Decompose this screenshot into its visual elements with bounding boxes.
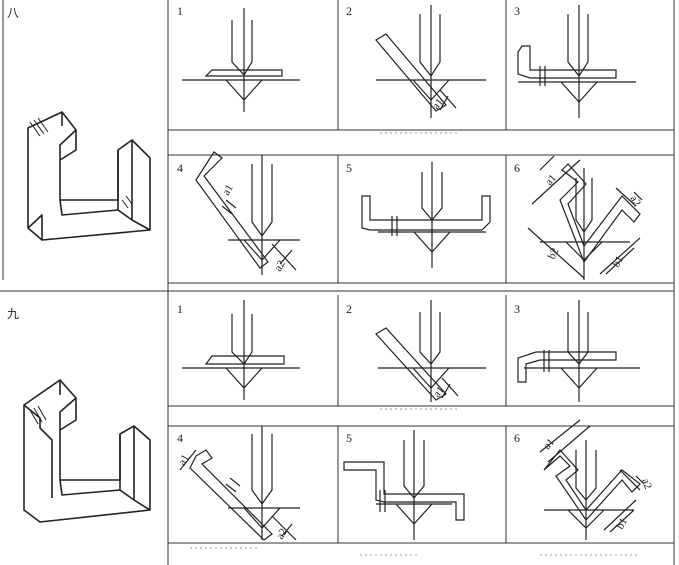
- section-label-8: 八: [7, 6, 19, 20]
- step-6b-number: 6: [514, 431, 520, 445]
- press-brake-punch-icon: [403, 430, 425, 540]
- press-brake-punch-icon: [231, 8, 253, 112]
- v-die-icon: [540, 241, 630, 261]
- u-channel-part-isometric-icon: [27, 111, 151, 241]
- press-brake-punch-icon: [567, 300, 589, 402]
- step-3b-drawing: [517, 300, 640, 402]
- dimension-a1: a1: [220, 183, 236, 198]
- dimension-b2: b2: [546, 246, 562, 261]
- step-2a-drawing: a1: [375, 5, 486, 118]
- step-numbers: 1 2 3 4 5 6 1 2 3 4 5 6: [177, 4, 520, 445]
- v-die-icon: [182, 367, 300, 389]
- step-3a-number: 3: [514, 4, 520, 18]
- step-1b-number: 1: [177, 302, 183, 316]
- step-5a-drawing: [361, 162, 491, 268]
- step-4a-drawing: a1 a2: [195, 151, 300, 275]
- step-1a-number: 1: [177, 4, 183, 18]
- step-2b-number: 2: [346, 302, 352, 316]
- dimension-b1: b1: [614, 516, 630, 532]
- step-4a-number: 4: [177, 161, 183, 175]
- step-6b-drawing: a1 a2 b1: [539, 419, 654, 540]
- v-die-icon: [378, 231, 486, 253]
- step-4b-drawing: a1 a2: [176, 426, 300, 542]
- step-3a-drawing: [517, 5, 636, 118]
- v-die-icon: [182, 79, 300, 101]
- step-1b-drawing: [182, 300, 300, 400]
- step-6a-drawing: a1 a2 b2 b1: [527, 155, 643, 280]
- v-die-icon: [518, 81, 636, 103]
- step-5a-number: 5: [346, 161, 352, 175]
- step-5b-drawing: [343, 430, 465, 540]
- press-brake-punch-icon: [251, 426, 273, 540]
- v-die-icon: [228, 507, 300, 529]
- v-die-icon: [378, 367, 486, 389]
- step-2b-drawing: a1: [375, 300, 486, 402]
- dimension-a2: a2: [639, 477, 654, 491]
- v-die-icon: [376, 503, 452, 525]
- press-brake-punch-icon: [251, 155, 273, 275]
- v-die-icon: [376, 79, 486, 101]
- dimension-b1: b1: [610, 254, 626, 270]
- dimension-a1: a1: [543, 172, 559, 188]
- section-label-9: 九: [7, 307, 19, 321]
- step-1a-drawing: [182, 8, 300, 112]
- dimension-a2: a2: [272, 259, 288, 274]
- press-brake-punch-icon: [575, 168, 593, 280]
- dimension-a2: a2: [627, 194, 643, 209]
- press-brake-punch-icon: [575, 440, 597, 540]
- press-brake-punch-icon: [567, 5, 589, 118]
- offset-channel-part-isometric-icon: [23, 379, 151, 523]
- v-die-icon: [524, 367, 640, 389]
- press-brake-punch-icon: [419, 300, 441, 402]
- step-6a-number: 6: [514, 161, 520, 175]
- step-3b-number: 3: [514, 302, 520, 316]
- step-5b-number: 5: [346, 431, 352, 445]
- scan-artifacts: [190, 132, 640, 556]
- v-die-icon: [544, 509, 634, 529]
- dimension-a1: a1: [176, 453, 192, 468]
- step-2a-number: 2: [346, 4, 352, 18]
- step-4b-number: 4: [177, 431, 183, 445]
